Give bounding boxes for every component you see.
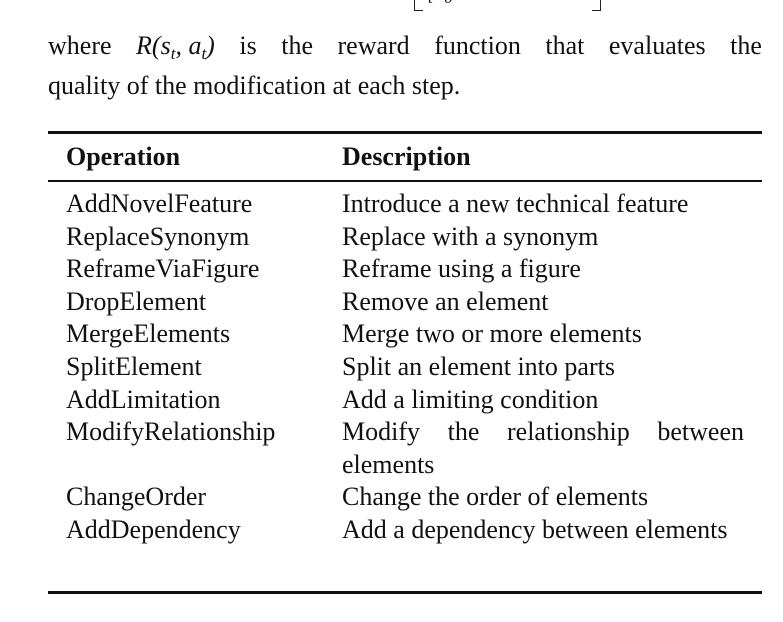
description-cell: Replace with a synonym xyxy=(342,221,599,251)
table-row: ChangeOrder Change the order of elements xyxy=(0,481,783,514)
reward-function-math: R(st, at) xyxy=(136,31,215,63)
description-cell: Add a limiting condition xyxy=(342,384,599,414)
operation-cell: ModifyRelationship xyxy=(66,417,276,447)
table-bottom-rule xyxy=(48,591,762,594)
operation-cell: AddDependency xyxy=(66,514,241,544)
paragraph-line-2: quality of the modification at each step… xyxy=(48,71,461,100)
operation-cell: ReframeViaFigure xyxy=(66,254,260,284)
equation-fragment: t=0 xyxy=(0,0,783,14)
paragraph-word: evaluates xyxy=(608,31,706,60)
paragraph-word: the xyxy=(281,31,313,60)
table-row: ModifyRelationship Modify the relationsh… xyxy=(0,416,783,481)
description-cell: Split an element into parts xyxy=(342,351,615,381)
operation-cell: AddLimitation xyxy=(66,384,221,414)
table-row: ReframeViaFigure Reframe using a figure xyxy=(0,253,783,286)
operation-cell: ReplaceSynonym xyxy=(66,221,250,251)
operation-cell: DropElement xyxy=(66,286,207,316)
description-cell: Remove an element xyxy=(342,286,549,316)
header-operation: Operation xyxy=(66,142,181,171)
header-description: Description xyxy=(342,142,471,171)
paragraph-word: reward xyxy=(337,31,410,60)
equation-subscript: t=0 xyxy=(428,0,453,8)
description-cell: Introduce a new technical feature xyxy=(342,189,689,218)
operations-table-body: AddNovelFeature Introduce a new technica… xyxy=(0,188,783,547)
operation-cell: SplitElement xyxy=(66,351,202,381)
table-row: AddNovelFeature Introduce a new technica… xyxy=(0,188,783,221)
operation-cell: AddNovelFeature xyxy=(66,189,253,218)
description-cell: Change the order of elements xyxy=(342,482,649,512)
equation-left-bracket xyxy=(414,0,423,11)
table-row: AddLimitation Add a limiting condition xyxy=(0,384,783,417)
table-header-rule xyxy=(48,180,762,182)
paragraph-word: that xyxy=(545,31,585,60)
paragraph-word: the xyxy=(730,31,762,60)
equation-right-bracket xyxy=(592,0,601,11)
description-cell: Reframe using a figure xyxy=(342,254,581,284)
paragraph-word: function xyxy=(434,31,521,60)
operation-cell: MergeElements xyxy=(66,319,231,349)
table-row: MergeElements Merge two or more elements xyxy=(0,318,783,351)
table-row: ReplaceSynonym Replace with a synonym xyxy=(0,221,783,254)
paragraph-line-1: where R(st, at) is the reward function t… xyxy=(48,30,762,70)
description-cell: Merge two or more elements xyxy=(342,319,642,349)
description-cell: Modify the relationship between elements xyxy=(342,417,744,479)
table-row: AddDependency Add a dependency between e… xyxy=(0,514,783,547)
table-top-rule xyxy=(48,131,762,134)
body-paragraph: where R(st, at) is the reward function t… xyxy=(48,30,762,102)
paragraph-word: is xyxy=(239,31,257,60)
table-row: SplitElement Split an element into parts xyxy=(0,351,783,384)
operation-cell: ChangeOrder xyxy=(66,482,207,512)
table-row: DropElement Remove an element xyxy=(0,286,783,319)
description-cell: Add a dependency between ele­ments xyxy=(342,514,728,544)
paragraph-word: where xyxy=(48,31,112,60)
